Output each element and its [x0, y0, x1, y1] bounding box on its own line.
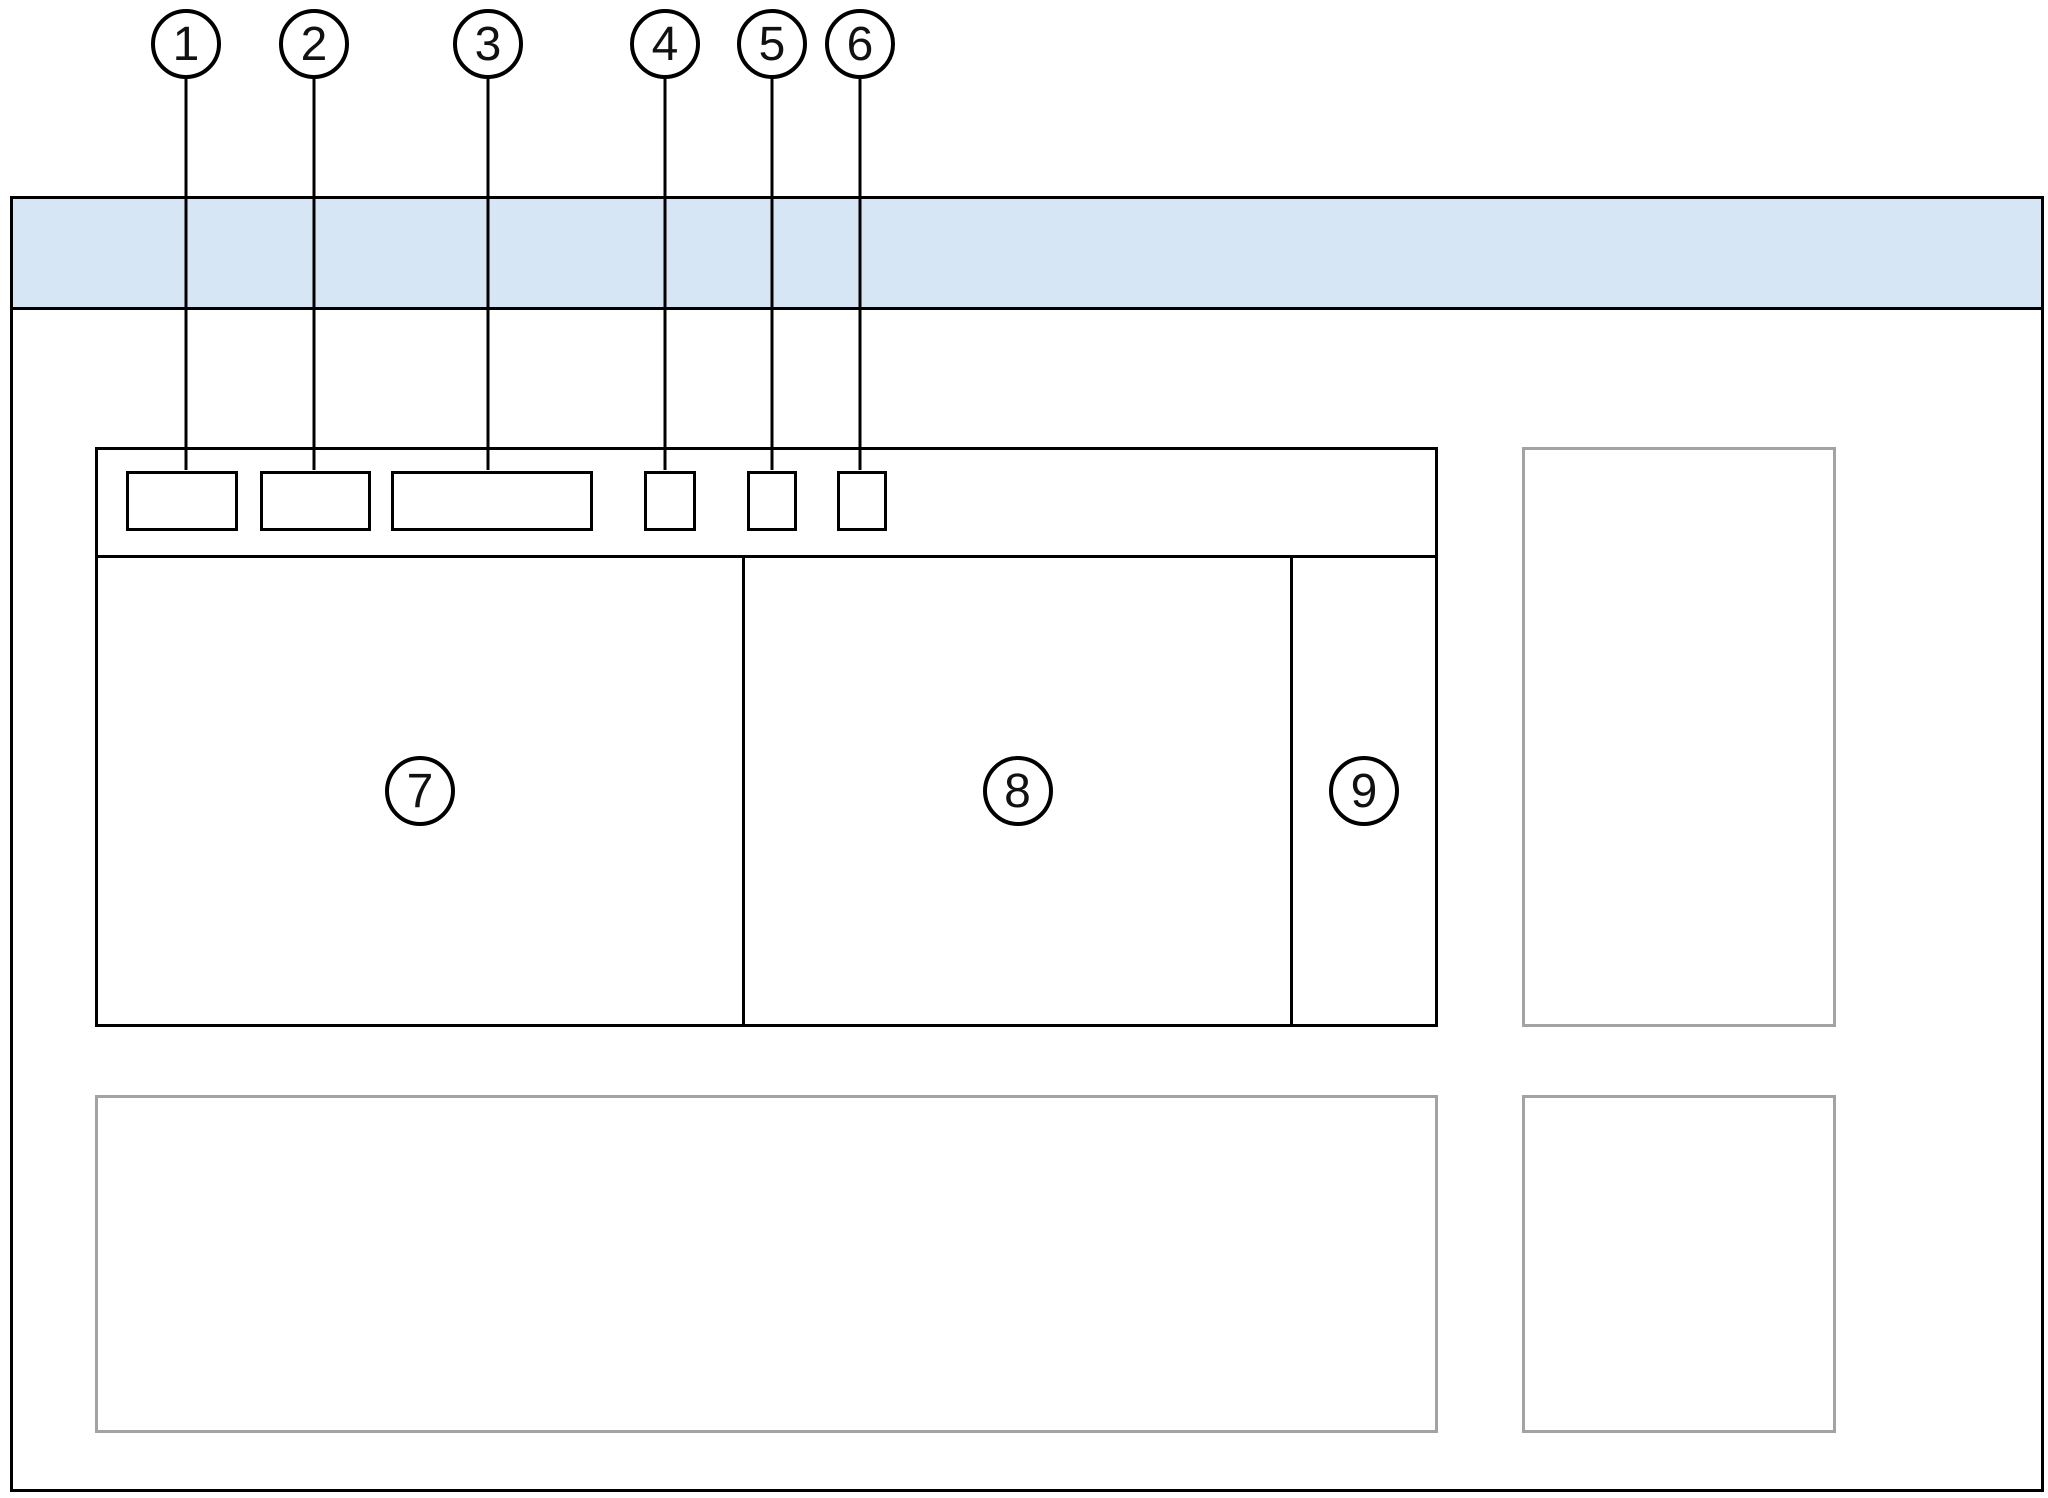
- callout-6: 6: [825, 9, 895, 79]
- callout-2: 2: [279, 9, 349, 79]
- bottom-wide-box: [95, 1095, 1438, 1433]
- main-panel: 7 8 9: [95, 447, 1438, 1027]
- content-pane-right-strip: 9: [1293, 558, 1435, 1024]
- panel-content: 7 8 9: [98, 558, 1435, 1024]
- callout-7: 7: [385, 756, 455, 826]
- window-header-bar: [13, 199, 2041, 310]
- right-bottom-box: [1522, 1095, 1836, 1433]
- toolbar-button-1: [126, 471, 238, 531]
- toolbar-button-2: [260, 471, 371, 531]
- toolbar-button-4: [644, 471, 696, 531]
- callout-8: 8: [982, 756, 1053, 826]
- right-sidebar-box: [1522, 447, 1836, 1027]
- toolbar-button-3: [391, 471, 593, 531]
- toolbar-button-6: [837, 471, 887, 531]
- toolbar-button-5: [747, 471, 797, 531]
- callout-3: 3: [453, 9, 523, 79]
- callout-4: 4: [630, 9, 700, 79]
- callout-9: 9: [1329, 756, 1399, 826]
- callout-5: 5: [737, 9, 807, 79]
- panel-toolbar: [98, 450, 1435, 558]
- content-pane-left: 7: [98, 558, 745, 1024]
- callout-1: 1: [151, 9, 221, 79]
- content-pane-center: 8: [745, 558, 1293, 1024]
